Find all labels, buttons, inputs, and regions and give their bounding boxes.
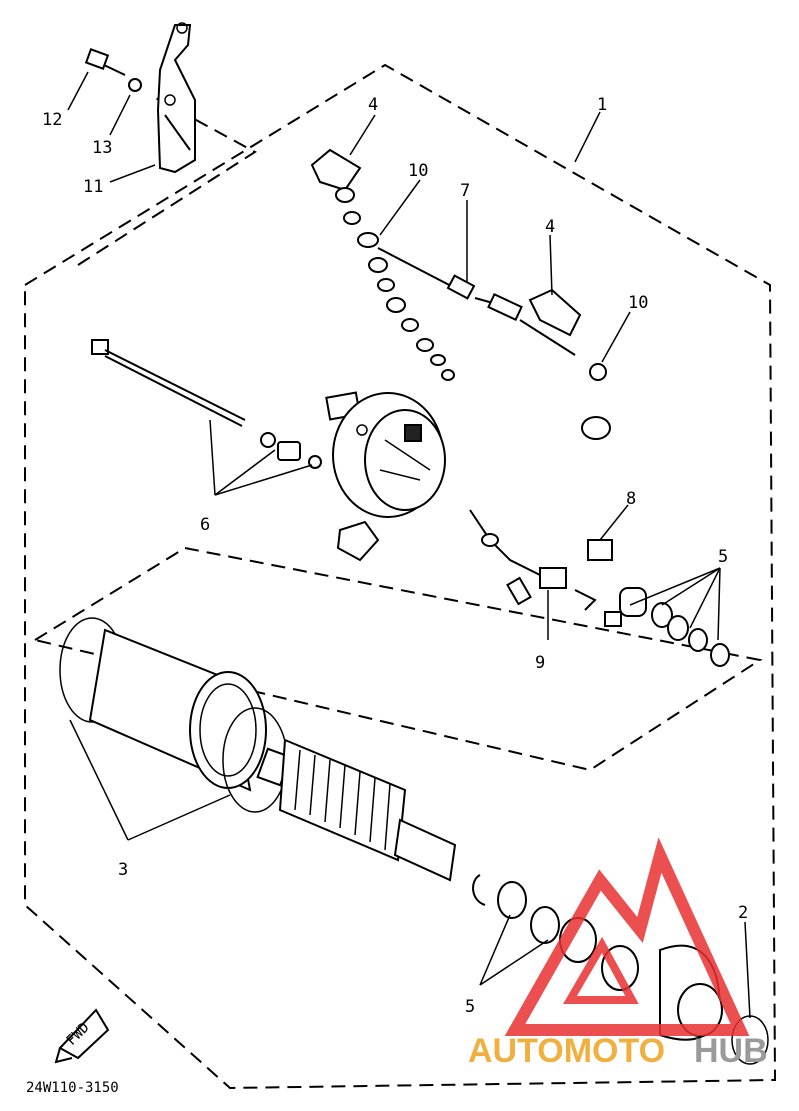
bracket-assembly bbox=[84, 22, 196, 174]
automotohub-watermark: AUTOMOTO HUB bbox=[468, 837, 768, 1070]
label-4-right: 4 bbox=[545, 217, 555, 237]
label-1: 1 bbox=[597, 95, 607, 115]
label-10-right: 10 bbox=[628, 293, 648, 313]
brush-components bbox=[336, 416, 622, 627]
label-8: 8 bbox=[626, 489, 636, 509]
watermark-hub: HUB bbox=[694, 1032, 768, 1070]
rear-cover bbox=[325, 391, 446, 518]
front-end-parts bbox=[472, 874, 769, 1065]
label-5-upper: 5 bbox=[718, 547, 728, 567]
label-9: 9 bbox=[535, 653, 545, 673]
washer-13 bbox=[128, 78, 142, 92]
label-6: 6 bbox=[200, 515, 210, 535]
armature bbox=[256, 738, 457, 882]
label-4-upper: 4 bbox=[368, 95, 378, 115]
diagram-code: 24W110-3150 bbox=[26, 1080, 119, 1096]
label-5-lower: 5 bbox=[465, 997, 475, 1017]
label-12: 12 bbox=[42, 110, 62, 130]
label-11: 11 bbox=[83, 177, 103, 197]
fwd-arrow: FWD bbox=[54, 1008, 110, 1064]
terminal-parts bbox=[310, 148, 607, 381]
through-bolts bbox=[91, 339, 322, 469]
watermark-automoto: AUTOMOTO bbox=[468, 1032, 665, 1070]
leader-lines bbox=[67, 71, 751, 1019]
yoke-housing bbox=[59, 617, 288, 813]
part-number-labels: 1 2 3 4 4 5 5 6 7 8 9 10 10 11 12 13 bbox=[42, 95, 748, 1017]
label-13: 13 bbox=[92, 138, 112, 158]
bolt-12 bbox=[84, 48, 126, 76]
label-2: 2 bbox=[738, 903, 748, 923]
label-3: 3 bbox=[118, 860, 128, 880]
label-7: 7 bbox=[460, 181, 470, 201]
washer-set-upper bbox=[619, 587, 730, 667]
label-10-upper: 10 bbox=[408, 161, 428, 181]
assembly-boundary-lines bbox=[24, 63, 777, 1090]
